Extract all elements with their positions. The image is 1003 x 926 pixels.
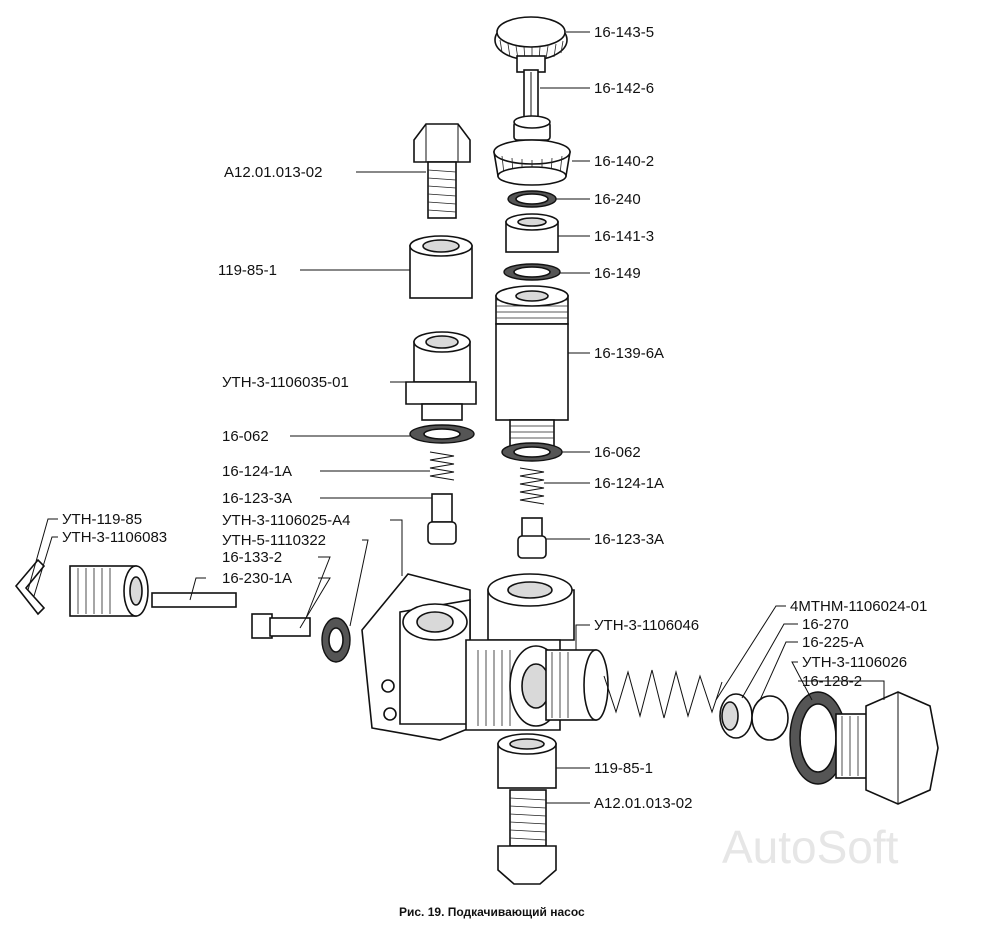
pump-body [361,573,575,741]
pump-sleeve [505,213,559,253]
label-utn-3-1106046: УТН-3-1106046 [594,617,699,634]
hand-pump-knob [494,16,568,73]
label-16-133-2: 16-133-2 [222,549,282,566]
label-16-062-left: 16-062 [222,428,269,445]
part-labels: 16-143-5 16-142-6 16-140-2 16-240 16-141… [62,24,927,812]
label-119-85-1-lower: 119-85-1 [594,760,653,777]
label-16-128-2: 16-128-2 [802,673,862,690]
spring-left [429,451,455,481]
label-16-123-3a-right: 16-123-3А [594,531,664,548]
washer-16-149 [503,263,561,281]
label-16-124-1a-right: 16-124-1А [594,475,664,492]
valve-left [427,493,457,545]
label-16-270: 16-270 [802,616,849,633]
label-utn-5-1110322: УТН-5-1110322 [222,532,326,549]
fitting-utn-1106046 [545,649,609,721]
washer-right-16-062 [501,442,563,462]
hex-key [14,558,46,616]
sleeve-119-85-1-lower [497,733,557,789]
pump-cylinder [495,285,569,447]
label-16-225-a: 16-225-А [802,634,864,651]
main-spring [603,669,723,719]
label-119-85-1-upper: 119-85-1 [218,262,277,279]
plug-bolt-16-128-2 [835,691,939,805]
label-4mtnm-1106024-01: 4МТНМ-1106024-01 [790,598,927,615]
cap-16-270 [751,695,789,741]
rod-cap [513,115,551,141]
banjo-bolt-upper [413,123,471,219]
label-16-230-1a: 16-230-1А [222,570,292,587]
label-16-143-5: 16-143-5 [594,24,654,41]
knurled-nut [493,139,571,186]
spring-right [519,467,545,505]
pin-16-230-1a [151,592,237,608]
label-utn-3-1106035-01: УТН-3-1106035-01 [222,374,349,391]
label-utn-3-1106025-a4: УТН-3-1106025-А4 [222,512,350,529]
watermark: AutoSoft [722,821,899,873]
label-16-062-right: 16-062 [594,444,641,461]
valve-4mtnm [719,693,753,739]
leader-lines [27,31,885,804]
figure-caption: Рис. 19. Подкачивающий насос [399,905,585,919]
banjo-bolt-lower [497,789,557,885]
fitting-utn-1106035 [405,331,477,421]
fitting-16-133-2 [251,613,311,639]
label-16-123-3a-left: 16-123-3А [222,490,292,507]
label-utn-3-1106083: УТН-3-1106083 [62,529,167,546]
label-16-141-3: 16-141-3 [594,228,654,245]
label-utn-119-85: УТН-119-85 [62,511,142,528]
sleeve-utn-1106083 [69,565,149,617]
sleeve-119-85-1-upper [409,235,473,299]
valve-right [517,517,547,559]
label-16-124-1a-left: 16-124-1А [222,463,292,480]
label-16-140-2: 16-140-2 [594,153,654,170]
label-a12-lower: А12.01.013-02 [594,795,692,812]
label-a12-upper: А12.01.013-02 [224,164,322,181]
washer-utn-5-1110322 [321,617,351,663]
washer-left-16-062 [409,424,475,444]
label-16-139-6a: 16-139-6А [594,345,664,362]
label-utn-3-1106026: УТН-3-1106026 [802,654,907,671]
o-ring-upper [507,190,557,208]
label-16-240: 16-240 [594,191,641,208]
label-16-149: 16-149 [594,265,641,282]
gasket-utn-1106026 [789,691,847,785]
label-16-142-6: 16-142-6 [594,80,654,97]
